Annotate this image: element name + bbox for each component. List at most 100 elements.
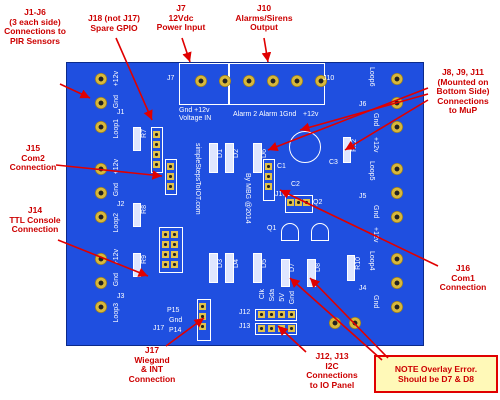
silk-j10: J10 bbox=[323, 75, 335, 82]
header-pin bbox=[162, 251, 169, 258]
header-pin bbox=[153, 131, 160, 138]
callout-line: (Mounted on bbox=[437, 76, 489, 87]
callout-line: I2C bbox=[325, 360, 339, 371]
silk-j5: J5 bbox=[359, 193, 367, 200]
silk-p14: P14 bbox=[169, 327, 182, 334]
callout-title: J1-J6 bbox=[24, 7, 46, 17]
header-pin bbox=[153, 141, 160, 148]
j14-header-outline bbox=[159, 227, 183, 273]
diode-d4 bbox=[225, 253, 234, 283]
callout-line: TTL Console bbox=[9, 214, 61, 225]
callout-line: PIR Sensors bbox=[9, 35, 61, 46]
terminal-pad bbox=[391, 97, 403, 109]
header-pin bbox=[162, 261, 169, 268]
callout-line: Connection bbox=[128, 373, 176, 384]
header-pin bbox=[171, 261, 178, 268]
callout-j7: J7 12Vdc Power Input bbox=[152, 3, 210, 33]
mounting-pad bbox=[349, 317, 361, 329]
callout-line: Wiegand bbox=[134, 354, 170, 365]
header-pin bbox=[199, 313, 206, 320]
arrow-j7 bbox=[181, 37, 192, 63]
callout-j17: J17 Wiegand & INT Connection bbox=[122, 345, 182, 384]
terminal-pad bbox=[95, 187, 107, 199]
header-pin bbox=[288, 325, 295, 332]
silk-d2: D2 bbox=[233, 149, 240, 158]
transistor-q1 bbox=[281, 223, 299, 241]
callout-line: Spare GPIO bbox=[90, 22, 138, 33]
diode-d6 bbox=[253, 143, 262, 173]
terminal-pad bbox=[95, 277, 107, 289]
callout-title: J14 bbox=[27, 205, 43, 215]
callout-j14: J14 TTL Console Connection bbox=[2, 205, 68, 235]
header-pin bbox=[258, 311, 265, 318]
silk-j6: J6 bbox=[359, 101, 367, 108]
silk-gnd-12v: Gnd +12v bbox=[179, 107, 210, 114]
callout-j15: J15 Com2 Connection bbox=[2, 143, 64, 173]
callout-j16: J16 Com1 Connection bbox=[430, 263, 496, 293]
terminal-pad bbox=[95, 301, 107, 313]
callout-line: Connections bbox=[306, 370, 358, 380]
callout-line: Alarms/Sirens bbox=[235, 12, 293, 23]
silk-r9: R9 bbox=[141, 255, 148, 264]
terminal-pad bbox=[391, 187, 403, 199]
silk-voltage-in: Voltage IN bbox=[179, 115, 212, 122]
callout-line: Output bbox=[250, 22, 278, 32]
silk-right-gnd-2: Gnd bbox=[372, 205, 379, 219]
callout-line: & INT bbox=[140, 364, 164, 374]
j16-header-outline bbox=[263, 159, 275, 201]
callout-title: J8, J9, J11 bbox=[441, 67, 485, 77]
terminal-pad bbox=[95, 163, 107, 175]
silk-c3: C3 bbox=[329, 159, 338, 166]
callout-line: Com1 bbox=[451, 272, 475, 283]
diode-d3 bbox=[209, 253, 218, 283]
callout-title: J15 bbox=[25, 143, 41, 153]
silk-loop2: Loop2 bbox=[113, 213, 120, 233]
resistor-r7 bbox=[133, 127, 141, 151]
silk-j17: J17 bbox=[153, 325, 165, 332]
silk-left-gnd: Gnd bbox=[113, 95, 120, 109]
silk-d1: D1 bbox=[217, 149, 224, 158]
silk-c2: C2 bbox=[291, 181, 300, 188]
silk-right-gnd: Gnd bbox=[372, 113, 379, 127]
diode-d1 bbox=[209, 143, 218, 173]
terminal-pad bbox=[391, 253, 403, 265]
silk-j1: J1 bbox=[117, 109, 125, 116]
silk-j2: J2 bbox=[117, 201, 125, 208]
silk-d6: D6 bbox=[261, 149, 268, 158]
silk-q2: Q2 bbox=[313, 199, 323, 206]
terminal-pad bbox=[95, 211, 107, 223]
header-pin bbox=[162, 231, 169, 238]
silk-r8: R8 bbox=[141, 205, 148, 214]
terminal-pad bbox=[391, 277, 403, 289]
silk-r12: R12 bbox=[351, 139, 358, 152]
callout-title: J7 bbox=[176, 3, 186, 13]
silk-j4: J4 bbox=[359, 285, 367, 292]
note-line: NOTE Overlay Error. bbox=[394, 364, 478, 374]
silk-left-gnd-2: Gnd bbox=[113, 183, 120, 197]
callout-line: to MuP bbox=[448, 105, 478, 115]
callout-line: Connections to bbox=[4, 26, 66, 36]
silk-loop3: Loop3 bbox=[113, 303, 120, 323]
callout-title: J10 bbox=[256, 3, 272, 13]
callout-title: J17 bbox=[144, 345, 160, 355]
silk-site: simpleStepsToIOT.com bbox=[194, 143, 201, 215]
silk-12v: +12v bbox=[303, 111, 319, 118]
silk-r7: R7 bbox=[141, 129, 148, 138]
header-pin bbox=[287, 199, 294, 206]
silk-right-12v: +12v bbox=[372, 137, 379, 153]
silk-right-gnd-3: Gnd bbox=[372, 295, 379, 309]
silk-j3: J3 bbox=[117, 293, 125, 300]
note-line: Should be D7 & D8 bbox=[397, 374, 475, 384]
callout-line: Connection bbox=[9, 162, 57, 172]
header-pin bbox=[167, 163, 174, 170]
header-pin bbox=[265, 173, 272, 180]
callout-j12-j13: J12, J13 I2C Connections to IO Panel bbox=[296, 351, 368, 390]
header-pin bbox=[153, 151, 160, 158]
pcb-board: J7 J10 Gnd +12v Voltage IN Alarm 2 Alarm… bbox=[66, 62, 424, 346]
terminal-pad bbox=[95, 97, 107, 109]
silk-loop4: Loop4 bbox=[368, 251, 375, 271]
terminal-pad bbox=[391, 163, 403, 175]
header-pin bbox=[268, 325, 275, 332]
terminal-pad bbox=[391, 73, 403, 85]
terminal-pad bbox=[391, 211, 403, 223]
